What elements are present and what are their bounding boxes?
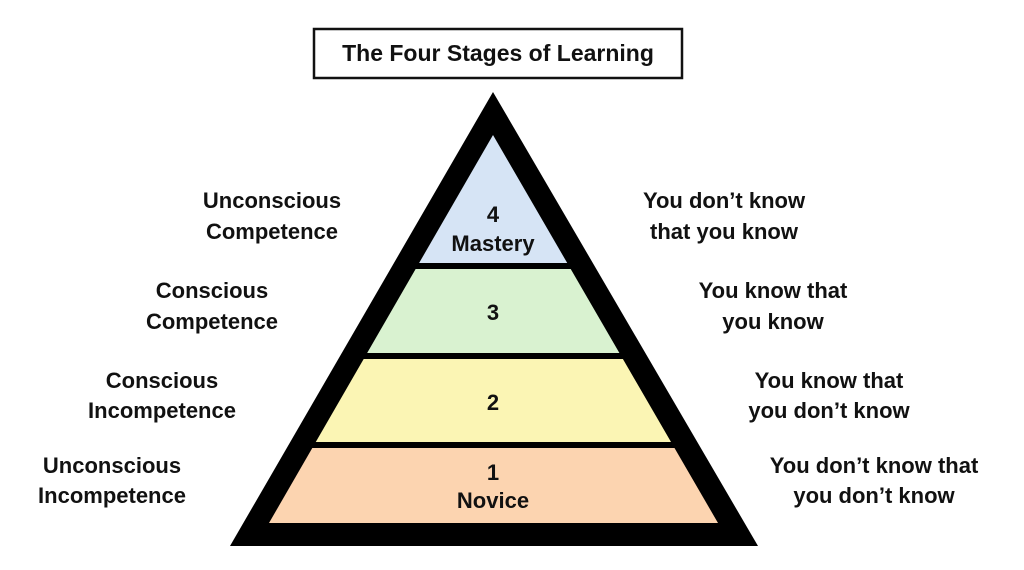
stage-1-left-line2: Incompetence: [38, 483, 186, 508]
stage-2-number: 2: [487, 390, 499, 415]
stage-1-band: [269, 448, 718, 523]
stage-1-right-line2: you don’t know: [793, 483, 955, 508]
diagram-title: The Four Stages of Learning: [342, 40, 654, 66]
stage-4-number: 4: [487, 202, 500, 227]
stage-4-name: Mastery: [451, 231, 535, 256]
stage-4-right-line1: You don’t know: [643, 188, 806, 213]
stage-3-number: 3: [487, 300, 499, 325]
stage-3-right-line1: You know that: [699, 278, 848, 303]
title-box: [312, 27, 684, 80]
stage-3-left-line2: Competence: [146, 309, 278, 334]
stage-1-number: 1: [487, 460, 499, 485]
stage-2-right-line2: you don’t know: [748, 398, 910, 423]
stage-2-left-line1: Conscious: [106, 368, 218, 393]
stage-2-band: [315, 359, 672, 442]
stage-1-left-line1: Unconscious: [43, 453, 181, 478]
stage-4-left-line1: Unconscious: [203, 188, 341, 213]
stage-2-right-line1: You know that: [755, 368, 904, 393]
stage-4-band: [419, 135, 568, 263]
stage-2-left-line2: Incompetence: [88, 398, 236, 423]
stage-3-band: [367, 269, 620, 353]
stage-3-right-line2: you know: [722, 309, 824, 334]
stage-4-right-line2: that you know: [650, 219, 799, 244]
stage-1-name: Novice: [457, 488, 529, 513]
stage-3-left-line1: Conscious: [156, 278, 268, 303]
stage-4-left-line2: Competence: [206, 219, 338, 244]
stage-1-right-line1: You don’t know that: [770, 453, 979, 478]
